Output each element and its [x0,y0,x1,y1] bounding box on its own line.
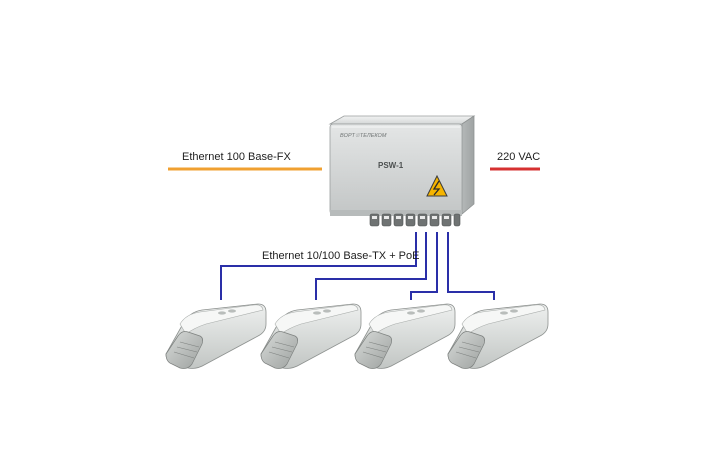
camera-2 [260,303,362,369]
outdoor-camera-housing-icon [260,303,362,369]
poe-line-4 [447,232,495,300]
power-input-label: 220 VAC [497,151,541,163]
enclosure-brand: BOPT☉TEЛЕКОМ [340,132,387,139]
fiber-uplink-label: Ethernet 100 Base-FX [182,151,291,163]
poe-line-3 [410,232,438,300]
poe-line-1 [220,232,417,300]
psw-enclosure: BOPT☉TEЛЕКОМ PSW-1 [328,115,476,227]
outdoor-camera-housing-icon [165,303,267,369]
enclosure-model: PSW-1 [378,161,404,170]
enclosure-top [328,115,476,125]
poe-line-2 [315,232,427,300]
camera-1 [165,303,267,369]
cable-glands [369,213,461,227]
outdoor-camera-housing-icon [354,303,456,369]
high-voltage-warning-icon [426,174,448,197]
enclosure-side [461,115,475,215]
poe-links-label: Ethernet 10/100 Base-TX + PoE [262,250,420,262]
camera-4 [447,303,549,369]
outdoor-camera-housing-icon [447,303,549,369]
camera-3 [354,303,456,369]
poe-lines [220,232,495,300]
